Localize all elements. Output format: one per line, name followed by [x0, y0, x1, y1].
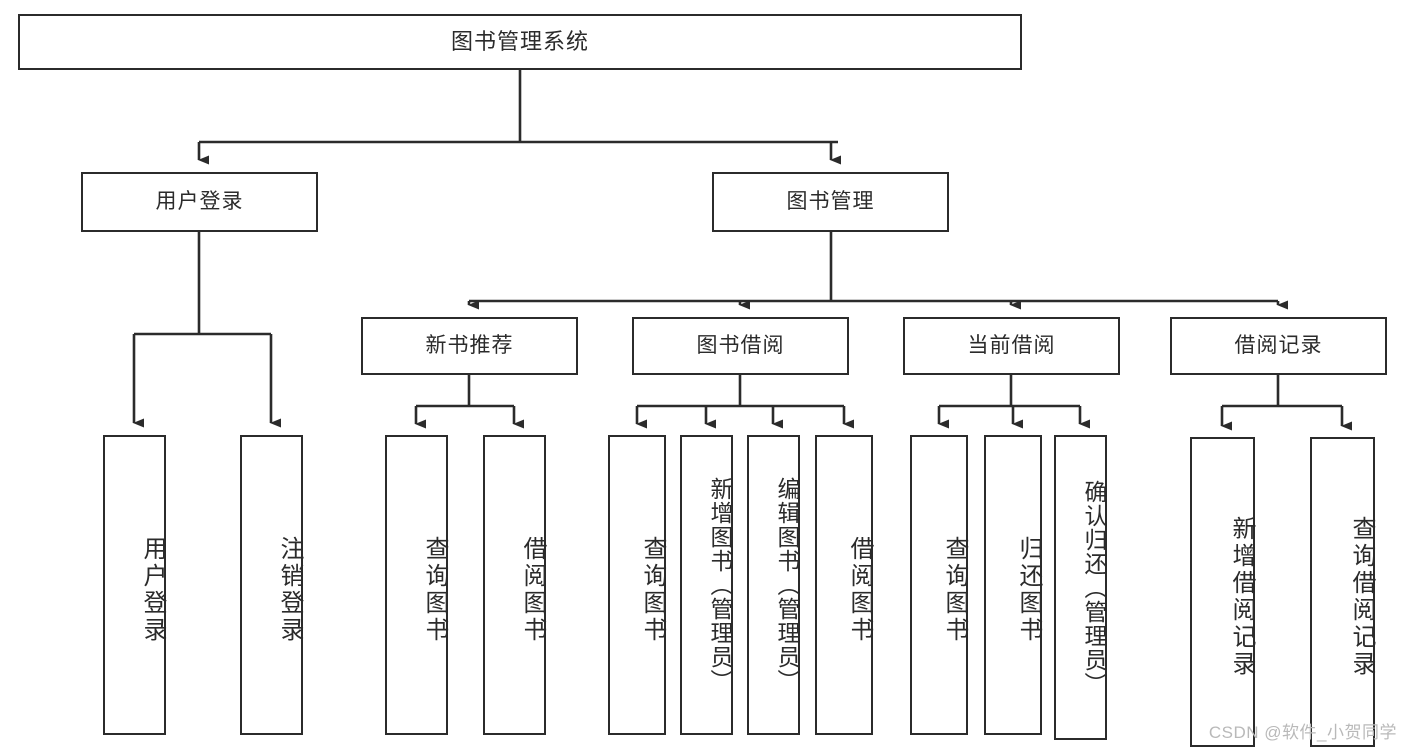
node-root-label: 图书管理系统: [450, 28, 589, 54]
node-leaf-add-record-label: 新增借阅记录: [1228, 516, 1255, 678]
node-leaf-user-logout-label: 注销登录: [276, 536, 303, 644]
node-borrow-record[interactable]: 借阅记录: [1170, 317, 1387, 375]
node-leaf-edit-book[interactable]: 编辑图书（管理员）: [747, 435, 800, 735]
node-borrow-record-label: 借阅记录: [1234, 334, 1323, 358]
node-leaf-user-login-label: 用户登录: [139, 536, 166, 644]
node-new-book-rec-label: 新书推荐: [425, 334, 514, 358]
node-leaf-add-book-label: 新增图书（管理员）: [707, 477, 733, 693]
node-leaf-borrow-book[interactable]: 借阅图书: [815, 435, 873, 735]
node-leaf-borrow-book-rec[interactable]: 借阅图书: [483, 435, 546, 735]
node-book-borrow-label: 图书借阅: [696, 334, 785, 358]
node-current-borrow[interactable]: 当前借阅: [903, 317, 1120, 375]
node-leaf-return-book[interactable]: 归还图书: [984, 435, 1042, 735]
node-leaf-query-book-rec[interactable]: 查询图书: [385, 435, 448, 735]
node-book-manage-label: 图书管理: [786, 190, 875, 214]
node-book-manage[interactable]: 图书管理: [712, 172, 949, 232]
node-leaf-confirm-return[interactable]: 确认归还（管理员）: [1054, 435, 1107, 740]
node-leaf-user-logout[interactable]: 注销登录: [240, 435, 303, 735]
node-leaf-query-book-rec-label: 查询图书: [421, 536, 448, 644]
node-leaf-query-book-borrow-label: 查询图书: [639, 536, 666, 644]
node-user-login[interactable]: 用户登录: [81, 172, 318, 232]
node-leaf-query-record[interactable]: 查询借阅记录: [1310, 437, 1375, 747]
node-leaf-confirm-return-label: 确认归还（管理员）: [1081, 479, 1107, 696]
node-leaf-query-book-cur-label: 查询图书: [941, 536, 968, 644]
node-leaf-add-book[interactable]: 新增图书（管理员）: [680, 435, 733, 735]
node-book-borrow[interactable]: 图书借阅: [632, 317, 849, 375]
node-leaf-borrow-book-label: 借阅图书: [846, 536, 873, 644]
node-leaf-user-login[interactable]: 用户登录: [103, 435, 166, 735]
node-new-book-rec[interactable]: 新书推荐: [361, 317, 578, 375]
node-leaf-add-record[interactable]: 新增借阅记录: [1190, 437, 1255, 747]
node-leaf-borrow-book-rec-label: 借阅图书: [519, 536, 546, 644]
node-user-login-label: 用户登录: [155, 190, 244, 214]
node-current-borrow-label: 当前借阅: [967, 334, 1056, 358]
node-leaf-return-book-label: 归还图书: [1015, 536, 1042, 644]
node-leaf-query-book-borrow[interactable]: 查询图书: [608, 435, 666, 735]
node-leaf-edit-book-label: 编辑图书（管理员）: [774, 477, 800, 693]
node-root[interactable]: 图书管理系统: [18, 14, 1022, 70]
node-leaf-query-book-cur[interactable]: 查询图书: [910, 435, 968, 735]
node-leaf-query-record-label: 查询借阅记录: [1348, 516, 1375, 678]
